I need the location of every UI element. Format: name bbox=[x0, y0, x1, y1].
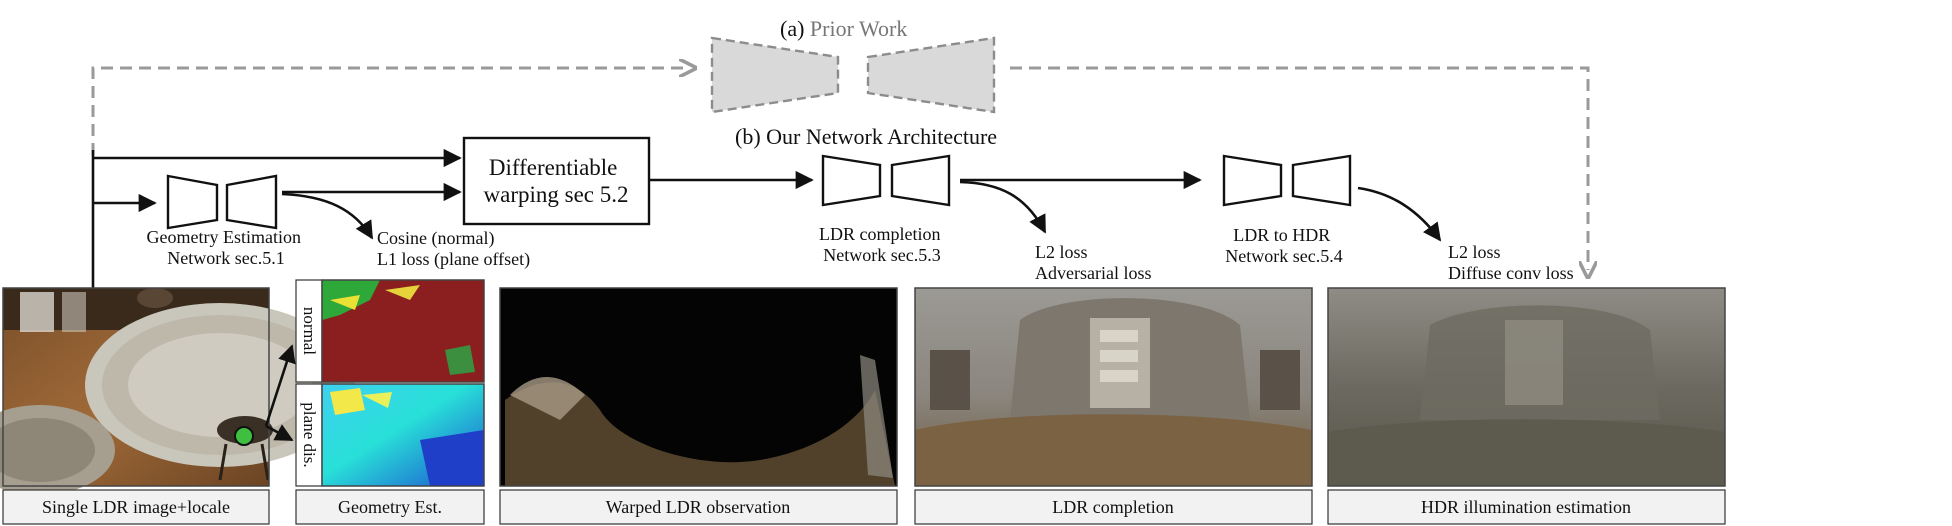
caption-geometry: Geometry Est. bbox=[338, 497, 442, 517]
prior-work-label-rest: Prior Work bbox=[810, 16, 907, 41]
caption-box-input bbox=[2, 489, 270, 525]
locale-marker bbox=[234, 426, 254, 446]
geometry-network-line1: Geometry Estimation bbox=[147, 227, 301, 247]
completion-loss-line1: L2 loss bbox=[1035, 242, 1088, 262]
prior-encoder bbox=[710, 36, 840, 114]
arrow-completion-to-loss bbox=[959, 180, 1047, 234]
plane-label-box bbox=[295, 383, 323, 487]
prior-work-label: (a) Prior Work bbox=[780, 16, 907, 41]
warped-image bbox=[499, 287, 898, 487]
arrow-input-to-normal bbox=[264, 344, 296, 427]
architecture-label: (b) Our Network Architecture bbox=[735, 124, 997, 149]
hdr-network-line1: LDR to HDR bbox=[1233, 225, 1330, 245]
geometry-network-label: Geometry Estimation Network sec.5.1 bbox=[147, 227, 306, 268]
arrow-geometry-to-loss bbox=[281, 192, 374, 240]
completion-encoder bbox=[821, 154, 882, 207]
warping-box bbox=[462, 136, 651, 226]
hdr-loss-line2: Diffuse conv loss bbox=[1448, 263, 1574, 283]
prior-decoder bbox=[866, 36, 996, 114]
caption-warped: Warped LDR observation bbox=[606, 497, 791, 517]
completion-loss-line2: Adversarial loss bbox=[1035, 263, 1151, 283]
hdr-loss-line1: L2 loss bbox=[1448, 242, 1501, 262]
completion-loss-label: L2 loss Adversarial loss bbox=[1035, 242, 1151, 283]
hdr-decoder bbox=[1291, 154, 1352, 207]
hdr-image bbox=[1327, 287, 1726, 487]
plane-distance-image bbox=[321, 383, 485, 487]
plane-label: plane dis. bbox=[300, 402, 319, 467]
completion-network-label: LDR completion Network sec.5.3 bbox=[819, 224, 945, 265]
caption-input: Single LDR image+locale bbox=[42, 497, 230, 517]
caption-hdr: HDR illumination estimation bbox=[1421, 497, 1631, 517]
warping-box-line1: Differentiable bbox=[489, 155, 618, 180]
geometry-network-line2: Network sec.5.1 bbox=[167, 248, 284, 268]
geometry-loss-line2: L1 loss (plane offset) bbox=[377, 249, 530, 270]
completion-network-line2: Network sec.5.3 bbox=[823, 245, 940, 265]
arrow-input-to-plane bbox=[265, 424, 294, 442]
caption-box-geometry bbox=[295, 489, 485, 525]
caption-completion: LDR completion bbox=[1052, 497, 1173, 517]
prior-output-path bbox=[1010, 66, 1588, 270]
normal-map-image bbox=[321, 279, 485, 383]
hdr-network-line2: Network sec.5.4 bbox=[1225, 246, 1342, 266]
geometry-encoder bbox=[166, 174, 219, 230]
completion-image bbox=[914, 287, 1313, 487]
warping-box-line2: warping sec 5.2 bbox=[484, 182, 629, 207]
caption-box-completion bbox=[914, 489, 1313, 525]
geometry-loss-label: Cosine (normal) L1 loss (plane offset) bbox=[377, 228, 530, 270]
prior-work-label-prefix: (a) bbox=[780, 16, 810, 41]
caption-box-hdr bbox=[1327, 489, 1726, 525]
hdr-network-label: LDR to HDR Network sec.5.4 bbox=[1225, 225, 1342, 266]
normal-label: normal bbox=[300, 307, 319, 355]
warping-box-label: Differentiable warping sec 5.2 bbox=[484, 155, 629, 207]
geometry-decoder bbox=[225, 174, 278, 230]
arrow-hdr-to-loss bbox=[1357, 186, 1442, 242]
completion-network-line1: LDR completion bbox=[819, 224, 940, 244]
geometry-loss-line1: Cosine (normal) bbox=[377, 228, 494, 249]
completion-decoder bbox=[890, 154, 951, 207]
hdr-encoder bbox=[1222, 154, 1283, 207]
prior-input-path bbox=[91, 68, 688, 155]
hdr-loss-label: L2 loss Diffuse conv loss bbox=[1448, 242, 1574, 283]
caption-box-warped bbox=[499, 489, 898, 525]
